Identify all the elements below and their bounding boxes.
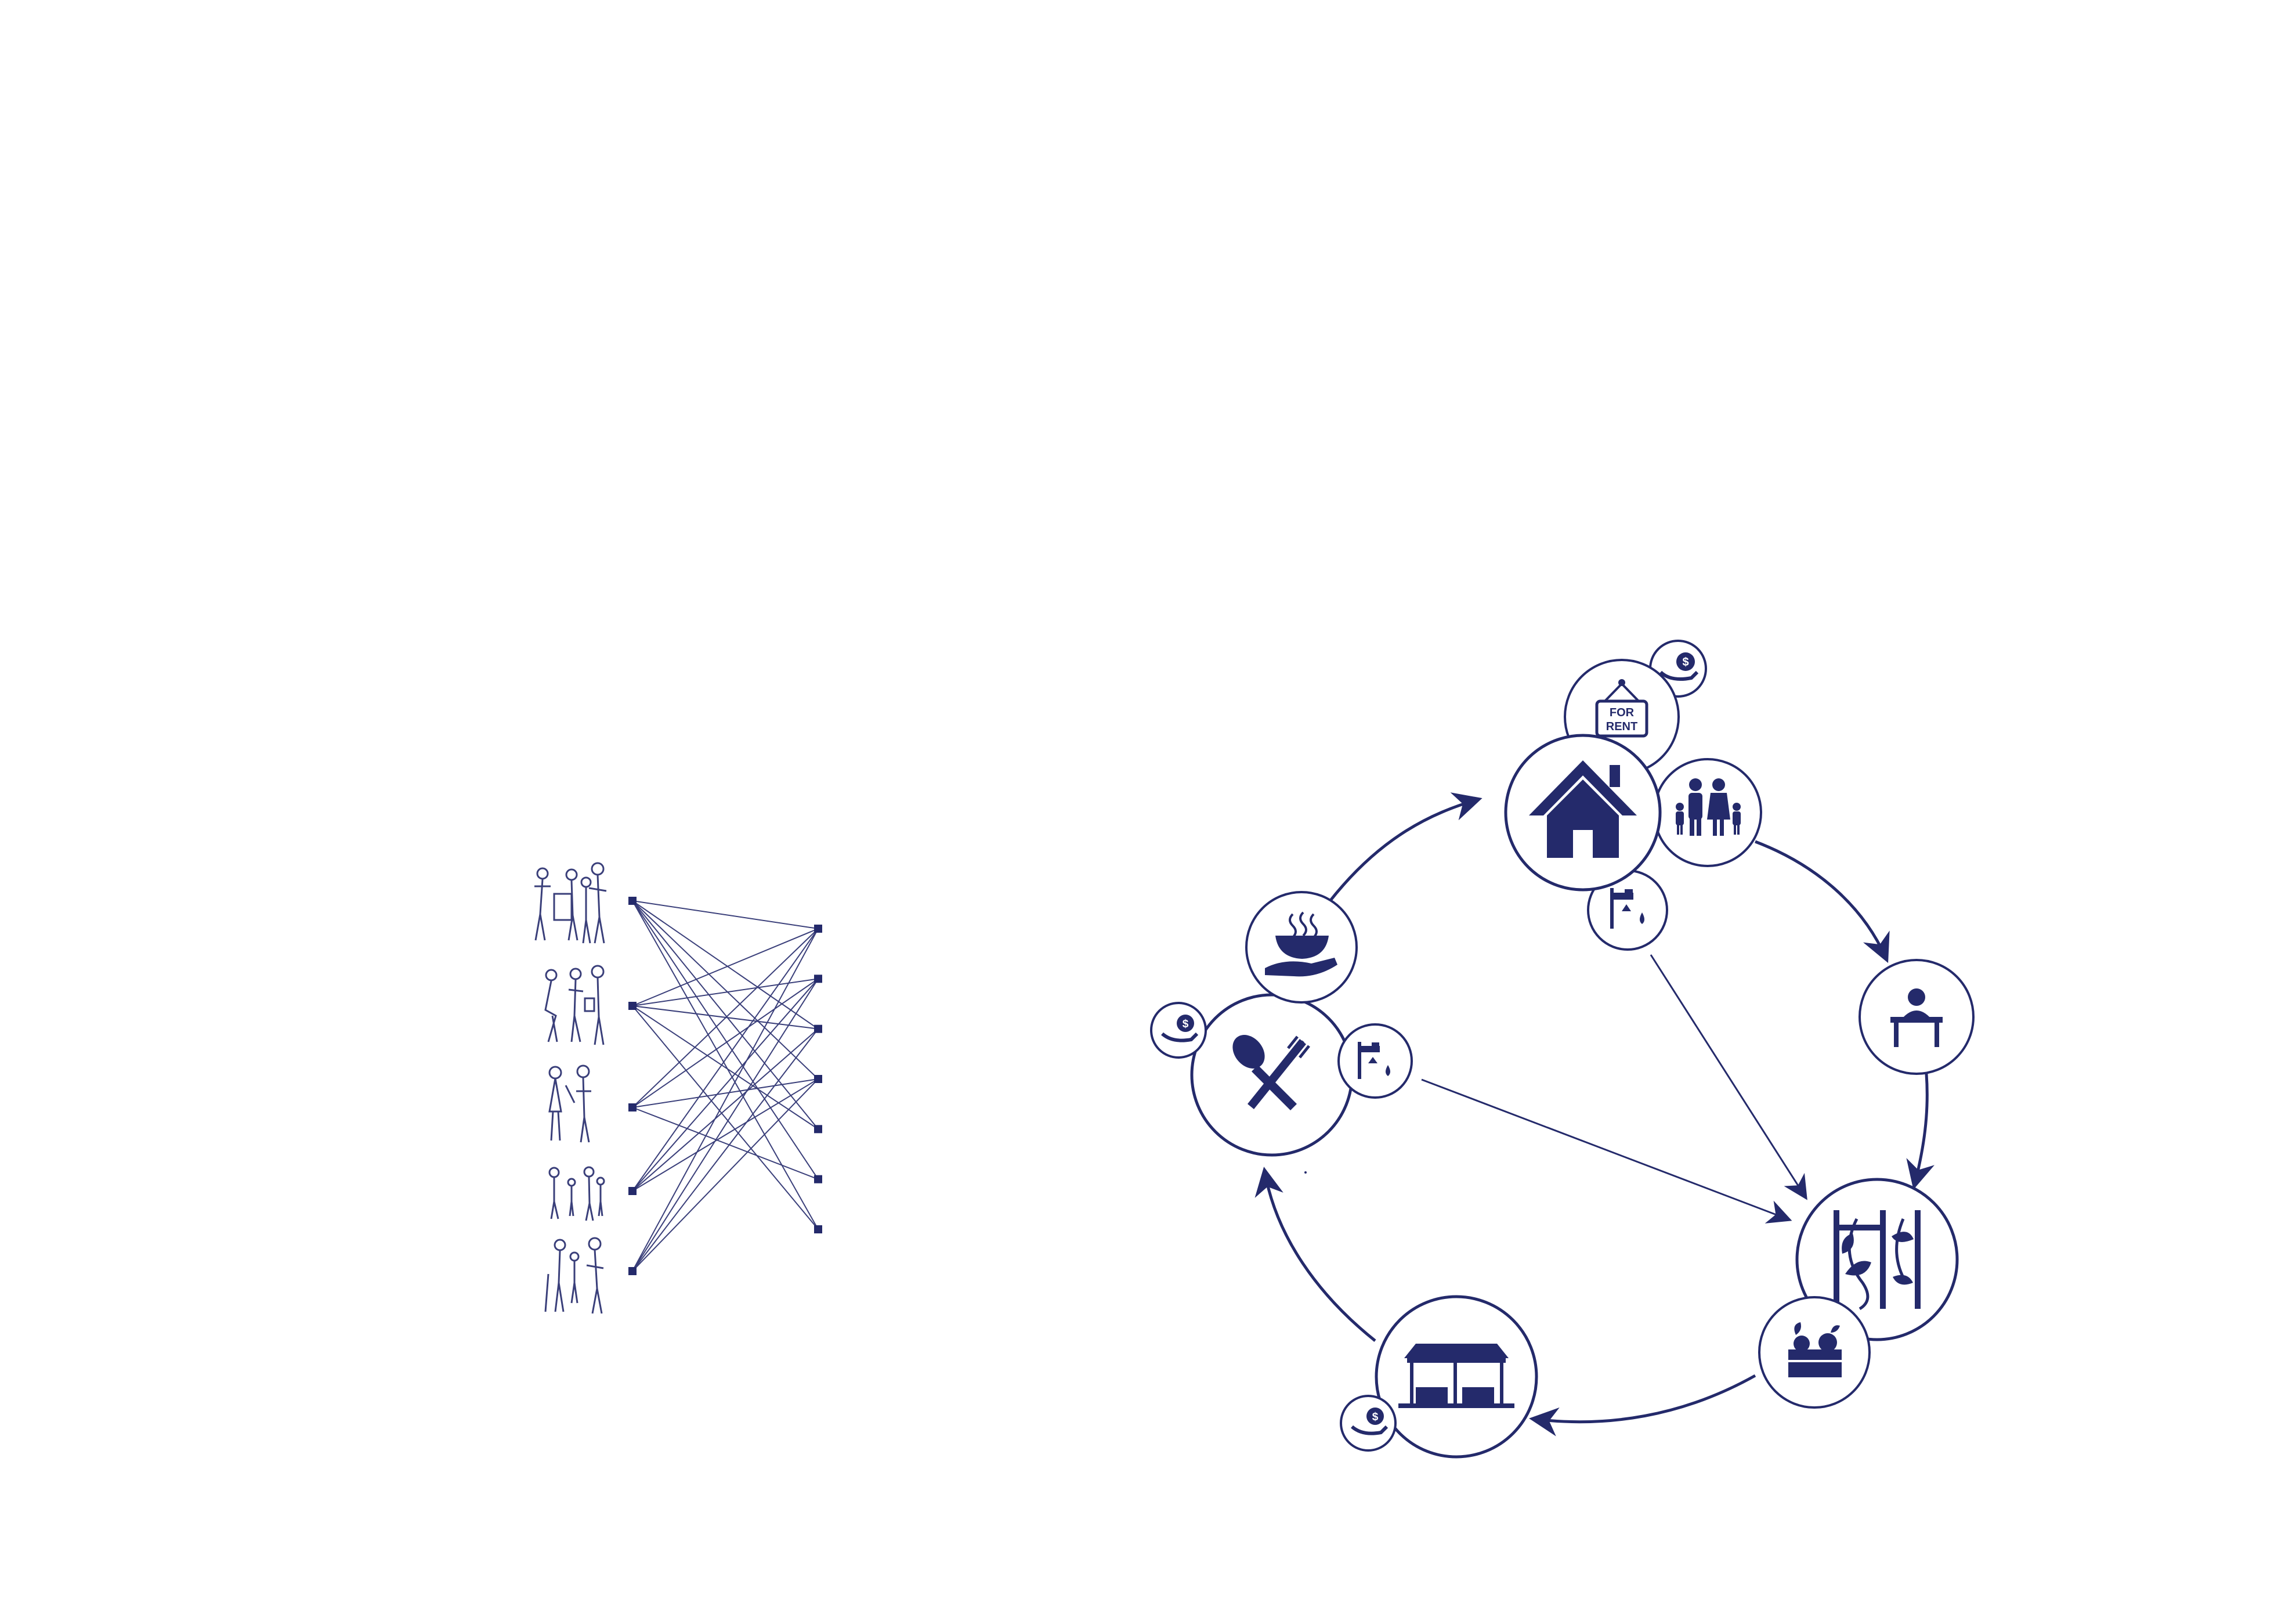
- network-link: [632, 1028, 819, 1272]
- network-diagram: [534, 862, 822, 1314]
- market-stall-icon: [1375, 1295, 1538, 1459]
- produce-crate-icon: [1758, 1296, 1871, 1409]
- network-link: [632, 1078, 819, 1108]
- network-link: [632, 1078, 819, 1272]
- network-link: [632, 900, 819, 1080]
- arrow-desk-to-garden: [1906, 1073, 1935, 1190]
- network-link: [632, 1005, 819, 1230]
- network-link: [632, 1107, 819, 1180]
- network-link: [632, 928, 819, 1108]
- arrow-restaurant-to-garden: [1421, 1078, 1792, 1224]
- network-link: [632, 900, 819, 1030]
- network-link: [632, 900, 819, 1180]
- group-3-icon: [548, 1064, 591, 1143]
- network-node-right: [814, 925, 822, 933]
- meal-in-hand-icon: [1245, 891, 1358, 1004]
- water-recycling-icon: [1337, 1023, 1413, 1099]
- group-2-icon: [544, 965, 605, 1045]
- vertical-garden-icon: [1795, 1178, 1959, 1341]
- for-rent-line1: FOR: [1610, 706, 1635, 719]
- arrow-meal-to-house: [1328, 792, 1483, 904]
- network-link: [632, 928, 819, 1272]
- money-hand-icon: $: [1340, 1395, 1397, 1452]
- group-4-icon: [548, 1166, 605, 1221]
- network-link: [632, 978, 819, 1006]
- network-node-right: [814, 1075, 822, 1083]
- network-link: [632, 900, 819, 1129]
- network-node-right: [814, 1225, 822, 1233]
- arrow-family-to-desk: [1755, 840, 1890, 963]
- for-rent-line2: RENT: [1606, 720, 1637, 733]
- network-link: [632, 978, 819, 1272]
- svg-text:$: $: [1682, 656, 1688, 669]
- network-node-left: [628, 1103, 637, 1111]
- network-link: [632, 1078, 819, 1192]
- svg-text:$: $: [1183, 1018, 1189, 1030]
- cycle-diagram: $ FOR RENT: [1150, 640, 1975, 1459]
- network-link: [632, 900, 819, 929]
- arrow-water-to-garden: [1650, 954, 1807, 1200]
- arrow-market-to-restaurant: [1254, 1167, 1376, 1342]
- stray-dot: [1304, 1171, 1307, 1174]
- group-5-icon: [544, 1237, 604, 1314]
- network-nodes: [628, 897, 822, 1275]
- network-link: [632, 978, 819, 1192]
- spoon-fork-icon: [1190, 993, 1354, 1157]
- svg-text:$: $: [1372, 1411, 1379, 1423]
- network-link: [632, 1028, 819, 1192]
- network-node-right: [814, 1125, 822, 1134]
- group-1-icon: [534, 862, 607, 944]
- network-node-left: [628, 897, 637, 905]
- person-at-desk-icon: [1859, 959, 1975, 1075]
- network-node-left: [628, 1187, 637, 1195]
- network-node-left: [628, 1002, 637, 1010]
- water-recycling-icon: [1587, 869, 1668, 951]
- family-icon: [1653, 758, 1762, 867]
- network-node-left: [628, 1267, 637, 1275]
- network-node-right: [814, 975, 822, 983]
- network-link: [632, 1005, 819, 1130]
- network-link: [632, 928, 819, 1006]
- network-node-right: [814, 1175, 822, 1183]
- arrow-produce-to-market: [1529, 1374, 1756, 1437]
- money-hand-icon: $: [1150, 1002, 1207, 1059]
- network-node-right: [814, 1024, 822, 1033]
- network-link: [632, 928, 819, 1192]
- network-link: [632, 900, 819, 1230]
- network-link: [632, 978, 819, 1108]
- house-icon: [1504, 734, 1662, 892]
- network-links: [632, 900, 819, 1272]
